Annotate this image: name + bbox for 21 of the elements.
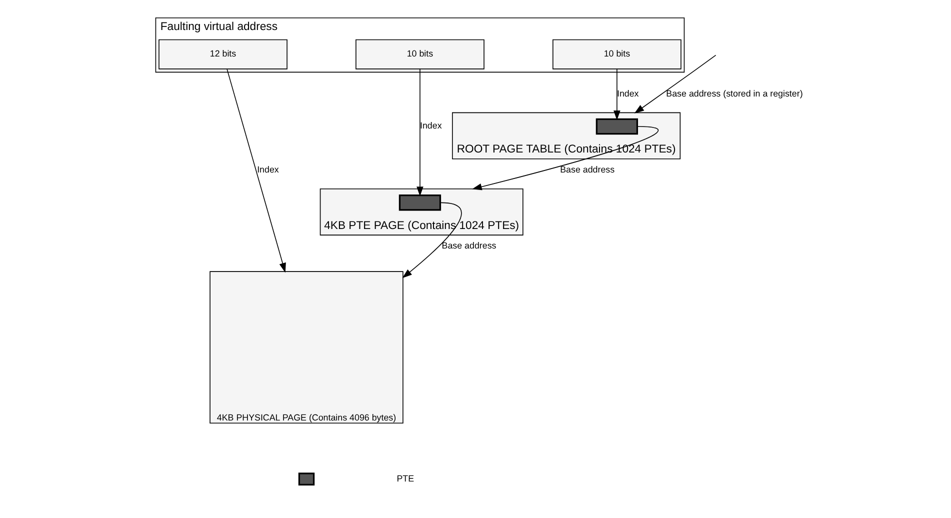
- node-box: 4KB PHYSICAL PAGE (Contains 4096 bytes): [210, 271, 404, 424]
- node-box: 10 bits: [552, 39, 682, 70]
- arrow: [416, 68, 424, 196]
- arrow: [402, 202, 462, 278]
- node-box: 10 bits: [356, 39, 484, 70]
- edge-label: Base address: [442, 240, 496, 251]
- cluster: ROOT PAGE TABLE (Contains 1024 PTEs): [452, 112, 681, 160]
- arrow: [614, 68, 620, 120]
- node-box: 12 bits: [158, 39, 288, 70]
- cluster: 4KB PTE PAGE (Contains 1024 PTEs): [320, 188, 524, 236]
- arrow: [226, 68, 286, 273]
- edge-label: Index: [257, 164, 279, 175]
- edge-label: Index: [420, 120, 442, 131]
- arrow: [472, 126, 658, 190]
- edge-label: Base address: [560, 164, 615, 175]
- node-box: [596, 118, 638, 135]
- legend-label: PTE: [396, 473, 414, 484]
- node-box: [398, 194, 442, 211]
- arrow: [634, 54, 716, 114]
- edge-label: Base address (stored in a register): [666, 88, 803, 98]
- edge-label: Index: [616, 88, 639, 98]
